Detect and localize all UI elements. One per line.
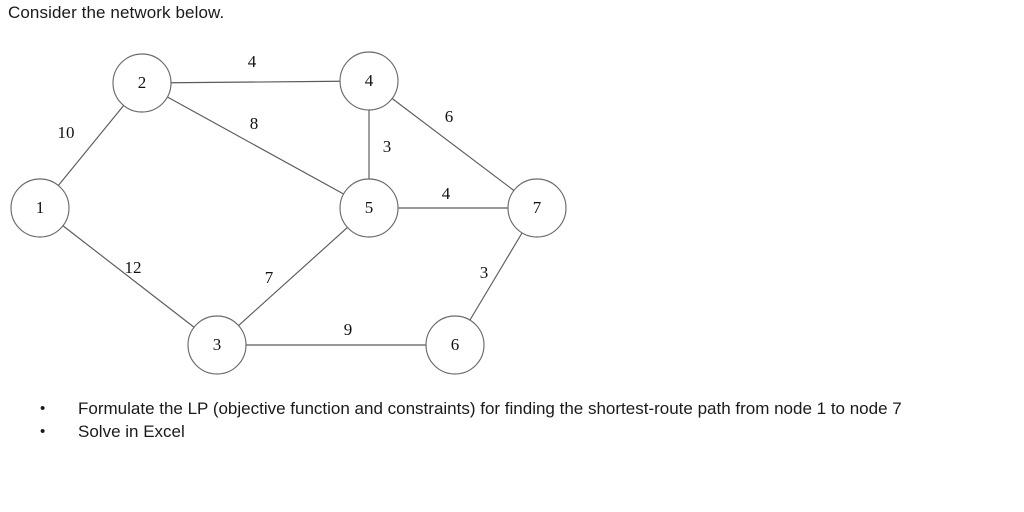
task-item: • Formulate the LP (objective function an… [34, 398, 1014, 420]
graph-node-label-2: 2 [138, 73, 147, 92]
graph-node-1 [10, 178, 70, 238]
edge-weight-3-6: 9 [344, 320, 353, 339]
task-list: • Formulate the LP (objective function an… [34, 398, 1014, 444]
graph-node-4 [339, 51, 399, 111]
edge-weight-4-7: 6 [445, 107, 454, 126]
graph-node-label-6: 6 [451, 335, 460, 354]
edge-weight-2-5: 8 [250, 114, 259, 133]
graph-node-label-7: 7 [533, 198, 542, 217]
graph-node-3 [187, 315, 247, 375]
edge-weight-1-3: 12 [125, 258, 142, 277]
graph-edge-1-3 [62, 225, 195, 328]
bullet-icon: • [40, 400, 46, 417]
graph-edge-6-7 [469, 232, 523, 321]
graph-node-6 [425, 315, 485, 375]
edge-weight-3-5: 7 [265, 268, 274, 287]
node-circles-group [10, 51, 567, 375]
graph-node-2 [112, 53, 172, 113]
edge-lines-group [57, 80, 523, 346]
edge-weight-5-7: 4 [442, 184, 451, 203]
graph-node-7 [507, 178, 567, 238]
graph-edge-2-4 [170, 80, 341, 84]
task-text: Formulate the LP (objective function and… [78, 399, 902, 418]
task-item: • Solve in Excel [34, 421, 1014, 443]
edge-labels-group: 10 12 4 8 3 6 4 7 9 3 [58, 52, 489, 339]
task-text: Solve in Excel [78, 422, 185, 441]
graph-edge-2-5 [167, 96, 344, 195]
graph-edge-3-5 [238, 226, 348, 327]
graph-node-label-1: 1 [36, 198, 45, 217]
graph-node-label-4: 4 [365, 71, 374, 90]
graph-node-5 [339, 178, 399, 238]
page-title: Consider the network below. [8, 3, 225, 22]
edge-weight-6-7: 3 [480, 263, 489, 282]
graph-edge-1-2 [57, 105, 125, 186]
edge-weight-4-5: 3 [383, 137, 392, 156]
graph-edge-4-7 [391, 98, 515, 191]
graph-node-label-3: 3 [213, 335, 222, 354]
edge-weight-2-4: 4 [248, 52, 257, 71]
bullet-icon: • [40, 423, 46, 440]
graph-node-label-5: 5 [365, 198, 374, 217]
edge-weight-1-2: 10 [58, 123, 75, 142]
